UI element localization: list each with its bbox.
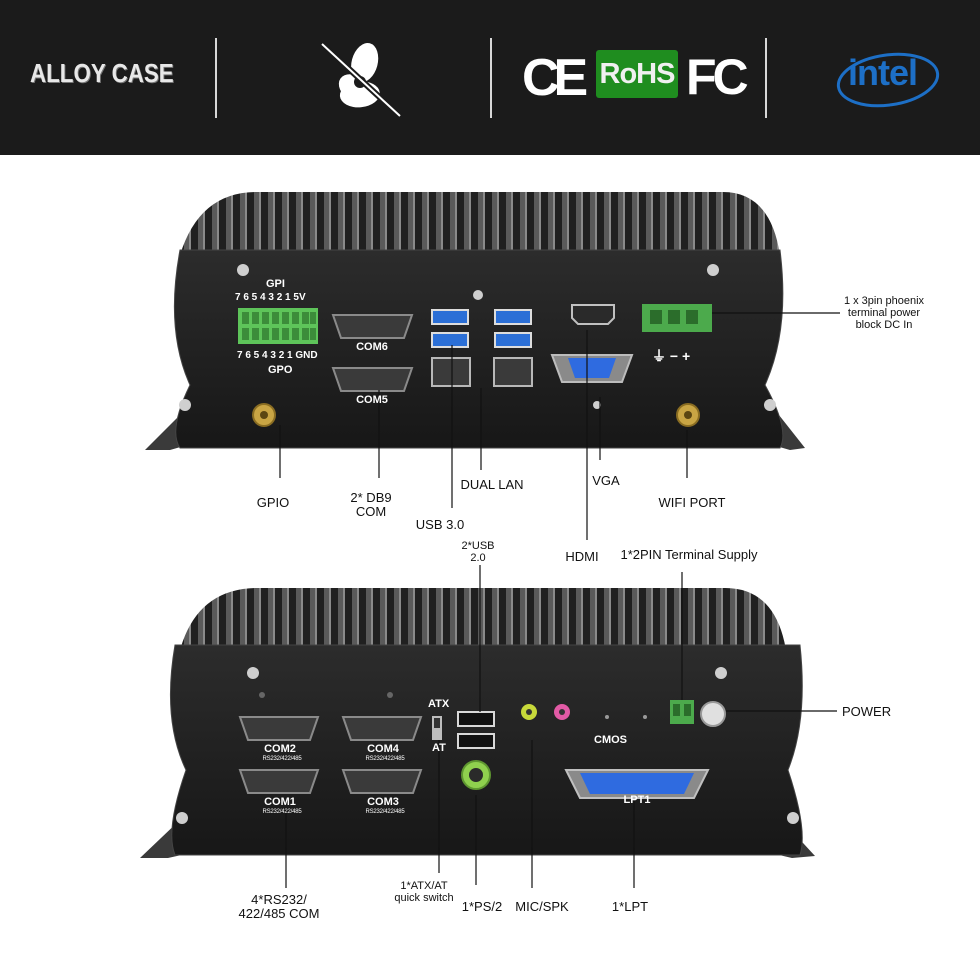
header-divider	[765, 38, 767, 118]
phoenix-terminal-callout: 1 x 3pin phoenix terminal power block DC…	[843, 295, 925, 331]
gpi-pin-labels: 7 6 5 4 3 2 1 5V	[235, 292, 306, 303]
leader-lines	[279, 312, 840, 888]
com5-label: COM5	[356, 394, 388, 406]
com6-label: COM6	[356, 341, 388, 353]
hdmi-callout: HDMI	[565, 549, 599, 564]
rohs-badge: RoHS	[596, 50, 678, 98]
com3-label: COM3	[367, 796, 399, 808]
mic-spk-callout: MIC/SPK	[515, 899, 569, 914]
rear-device	[140, 587, 815, 858]
alloy-case-label: ALLOY CASE	[30, 58, 174, 88]
wifi-port-callout: WIFI PORT	[658, 495, 726, 510]
com4-spec: RS232/422/485	[365, 756, 405, 762]
lpt1-label: LPT1	[623, 794, 651, 806]
gpo-pin-labels: 7 6 5 4 3 2 1 GND	[237, 350, 318, 361]
dual-lan-callout: DUAL LAN	[460, 477, 524, 492]
cmos-label: CMOS	[594, 734, 627, 746]
gpio-callout: GPIO	[256, 495, 290, 510]
rs232-com-callout: 4*RS232/ 422/485 COM	[238, 892, 320, 921]
at-label: AT	[432, 742, 446, 754]
vga-callout: VGA	[592, 473, 620, 488]
gpi-label: GPI	[266, 278, 285, 290]
usb20-callout: 2*USB 2.0	[461, 540, 495, 564]
fcc-mark: FC	[686, 49, 749, 105]
power-callout: POWER	[842, 704, 892, 719]
com1-spec: RS232/422/485	[262, 809, 302, 815]
gpo-label: GPO	[268, 364, 293, 376]
com2-spec: RS232/422/485	[262, 756, 302, 762]
terminal-supply-callout: 1*2PIN Terminal Supply	[620, 547, 758, 562]
intel-logo-ring	[836, 52, 940, 108]
intel-logo: intel	[848, 52, 918, 93]
usb30-callout: USB 3.0	[415, 517, 465, 532]
com1-label: COM1	[264, 796, 296, 808]
atx-switch-callout: 1*ATX/AT quick switch	[394, 880, 454, 904]
com3-spec: RS232/422/485	[365, 809, 405, 815]
header-divider	[490, 38, 492, 118]
com2-label: COM2	[264, 743, 296, 755]
device-panels	[140, 191, 840, 888]
front-device	[145, 191, 805, 450]
ps2-callout: 1*PS/2	[461, 899, 503, 914]
com4-label: COM4	[367, 743, 399, 755]
dc-polarity-label: ⏚ − +	[652, 348, 691, 364]
header-divider	[215, 38, 217, 118]
fanless-icon	[319, 41, 403, 119]
ce-mark: CE	[522, 49, 588, 107]
atx-label: ATX	[428, 698, 450, 710]
lpt-callout: 1*LPT	[611, 899, 649, 914]
db9-com-callout: 2* DB9 COM	[350, 490, 392, 519]
